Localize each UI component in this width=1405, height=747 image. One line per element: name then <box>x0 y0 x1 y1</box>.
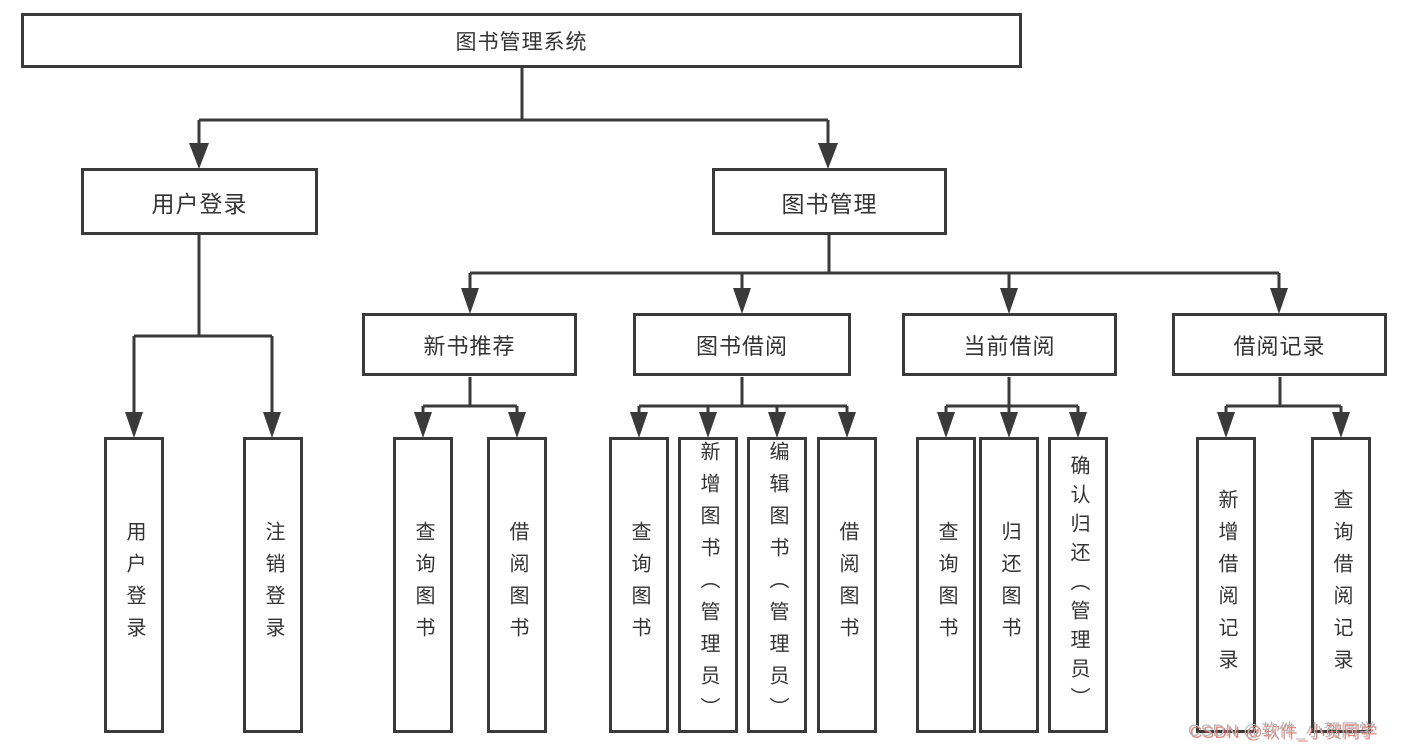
node-user-login: 用户登录 <box>81 168 318 235</box>
leaf-query-books-borrowing: 查询图书 <box>609 437 669 733</box>
arrowhead <box>1332 412 1350 438</box>
leaf-query-borrow-record-label: 查询借阅记录 <box>1330 489 1352 681</box>
node-user-login-label: 用户登录 <box>151 190 248 217</box>
leaf-query-books-borrowing-label: 查询图书 <box>628 521 650 649</box>
connector-new-book-split <box>421 377 519 416</box>
connector-borrowing-records-split <box>1224 377 1343 416</box>
node-book-borrowing-label: 图书借阅 <box>695 333 788 359</box>
arrowhead <box>189 143 209 169</box>
arrowhead <box>937 412 955 438</box>
leaf-borrow-books-recommend-label: 借阅图书 <box>506 521 528 649</box>
leaf-query-books-current-label: 查询图书 <box>935 521 957 649</box>
arrowhead <box>699 412 717 438</box>
node-current-borrowing: 当前借阅 <box>902 313 1117 376</box>
leaf-query-borrow-record: 查询借阅记录 <box>1311 437 1371 733</box>
node-book-management-label: 图书管理 <box>781 190 878 217</box>
arrowhead <box>1000 288 1018 314</box>
leaf-confirm-return-admin: 确认归还（管理员） <box>1048 437 1108 733</box>
leaf-add-book-admin: 新增图书（管理员） <box>678 437 738 733</box>
node-current-borrowing-label: 当前借阅 <box>963 333 1056 359</box>
leaf-confirm-return-admin-label: 确认归还（管理员） <box>1067 454 1089 716</box>
connector-root-split <box>197 68 830 146</box>
node-borrowing-records: 借阅记录 <box>1172 313 1387 376</box>
arrowhead <box>818 143 838 169</box>
node-new-book-recommendation: 新书推荐 <box>362 313 577 376</box>
arrowhead <box>414 412 432 438</box>
arrowhead <box>125 412 143 438</box>
connector-book-management-split <box>468 235 1281 291</box>
leaf-return-book-label: 归还图书 <box>998 521 1020 649</box>
arrowheads <box>125 143 1350 438</box>
connector-user-login-split <box>132 235 274 416</box>
leaf-query-books-recommend-label: 查询图书 <box>412 521 434 649</box>
leaf-query-books-current: 查询图书 <box>916 437 976 733</box>
connector-book-borrowing-split <box>637 377 849 416</box>
arrowhead <box>1069 412 1087 438</box>
node-borrowing-records-label: 借阅记录 <box>1233 333 1326 359</box>
arrowhead <box>733 288 751 314</box>
arrowhead <box>263 412 281 438</box>
arrowhead <box>508 412 526 438</box>
node-book-management: 图书管理 <box>712 168 947 235</box>
leaf-return-book: 归还图书 <box>979 437 1039 733</box>
leaf-edit-book-admin: 编辑图书（管理员） <box>747 437 807 733</box>
leaf-borrow-books-label: 借阅图书 <box>836 521 858 649</box>
arrowhead <box>838 412 856 438</box>
arrowhead <box>768 412 786 438</box>
node-library-system: 图书管理系统 <box>21 13 1022 68</box>
leaf-borrow-books: 借阅图书 <box>817 437 877 733</box>
arrowhead <box>1000 412 1018 438</box>
leaf-logout-label: 注销登录 <box>262 521 284 649</box>
arrowhead <box>630 412 648 438</box>
leaf-borrow-books-recommend: 借阅图书 <box>487 437 547 733</box>
leaf-add-borrow-record-label: 新增借阅记录 <box>1215 489 1237 681</box>
node-library-system-label: 图书管理系统 <box>455 30 588 54</box>
node-new-book-recommendation-label: 新书推荐 <box>423 333 516 359</box>
leaf-add-borrow-record: 新增借阅记录 <box>1196 437 1256 733</box>
arrowhead <box>1217 412 1235 438</box>
node-book-borrowing: 图书借阅 <box>633 313 851 376</box>
connector-current-borrowing-split <box>944 377 1080 416</box>
leaf-user-login-label: 用户登录 <box>123 521 145 649</box>
csdn-watermark: CSDN @软件_小贺同学 <box>1188 721 1377 740</box>
leaf-user-login: 用户登录 <box>104 437 164 733</box>
leaf-add-book-admin-label: 新增图书（管理员） <box>697 441 719 729</box>
leaf-edit-book-admin-label: 编辑图书（管理员） <box>766 441 788 729</box>
arrowhead <box>1270 288 1288 314</box>
arrowhead <box>461 288 479 314</box>
leaf-logout: 注销登录 <box>243 437 303 733</box>
leaf-query-books-recommend: 查询图书 <box>393 437 453 733</box>
